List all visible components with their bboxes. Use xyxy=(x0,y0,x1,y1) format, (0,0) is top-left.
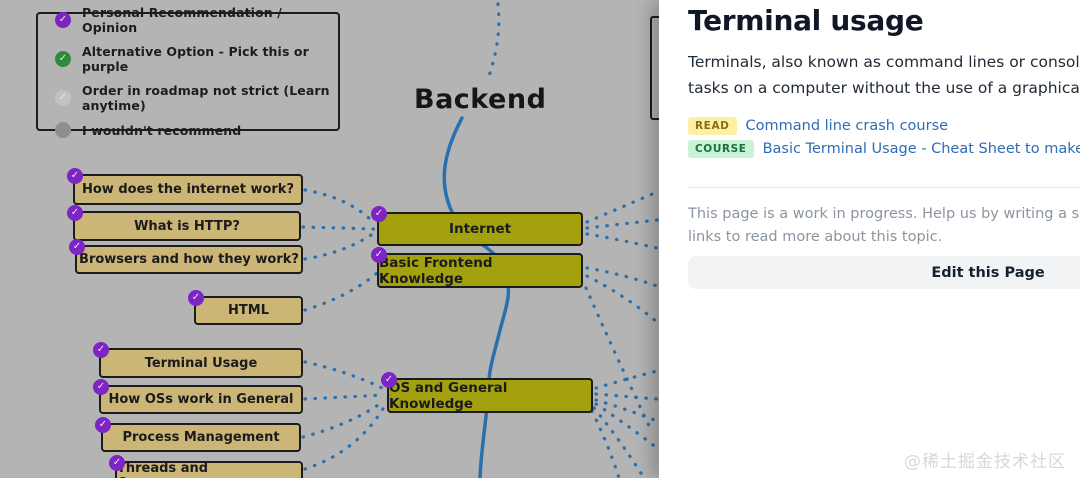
node-label: How OSs work in General xyxy=(108,392,294,407)
purple-check-icon: ✓ xyxy=(95,417,111,433)
purple-check-icon: ✓ xyxy=(381,372,397,388)
node-label: OS and General Knowledge xyxy=(389,379,508,412)
gray-circle-icon xyxy=(55,122,71,138)
purple-check-icon: ✓ xyxy=(69,239,85,255)
node-os-and-general-knowledge[interactable]: ✓ OS and General Knowledge xyxy=(381,372,593,413)
resource-row: COURSE Basic Terminal Usage - Cheat Shee… xyxy=(688,140,1080,158)
purple-check-icon: ✓ xyxy=(67,205,83,221)
description-line: tasks on a computer without the use of a… xyxy=(688,79,1080,97)
purple-check-icon: ✓ xyxy=(371,247,387,263)
node-terminal-usage[interactable]: ✓ Terminal Usage xyxy=(93,342,303,378)
legend-item: ✓ Order in roadmap not strict (Learn any… xyxy=(55,83,338,113)
purple-check-icon: ✓ xyxy=(188,290,204,306)
purple-check-icon: ✓ xyxy=(93,379,109,395)
node-browsers-and-how-they-work[interactable]: ✓ Browsers and how they work? xyxy=(69,239,303,274)
topic-panel: Terminal usage Terminals, also known as … xyxy=(659,0,1080,478)
node-label: Basic Frontend Knowledge xyxy=(379,254,493,287)
node-basic-frontend-knowledge[interactable]: ✓ Basic Frontend Knowledge xyxy=(371,247,583,288)
read-badge: READ xyxy=(688,117,737,135)
node-process-management[interactable]: ✓ Process Management xyxy=(95,417,301,452)
divider xyxy=(688,187,1080,188)
node-label: Process Management xyxy=(122,430,280,445)
watermark: @稀土掘金技术社区 xyxy=(904,452,1066,472)
panel-title: Terminal usage xyxy=(688,4,924,37)
legend-item: I wouldn't recommend xyxy=(55,122,338,138)
node-what-is-http[interactable]: ✓ What is HTTP? xyxy=(67,205,301,241)
roadmap-canvas: ✓ Personal Recommendation / Opinion ✓ Al… xyxy=(36,2,678,478)
node-label: How does the internet work? xyxy=(82,182,294,197)
gray-check-icon: ✓ xyxy=(55,90,71,106)
note-line: links to read more about this topic. xyxy=(688,228,943,245)
legend-label: I wouldn't recommend xyxy=(82,122,242,138)
dotted-connectors xyxy=(301,2,659,478)
node-how-does-the-internet-work[interactable]: ✓ How does the internet work? xyxy=(67,168,303,205)
legend-label: Personal Recommendation / Opinion xyxy=(82,5,282,35)
node-label: HTML xyxy=(228,303,269,318)
course-badge: COURSE xyxy=(688,140,754,158)
work-in-progress-note: This page is a work in progress. Help us… xyxy=(688,203,1080,248)
roadmap-title: Backend xyxy=(414,84,547,115)
purple-check-icon: ✓ xyxy=(371,206,387,222)
legend-box: ✓ Personal Recommendation / Opinion ✓ Al… xyxy=(36,5,340,138)
description-line: Terminals, also known as command lines o… xyxy=(688,53,1080,71)
legend-item: ✓ Personal Recommendation / Opinion xyxy=(55,5,338,35)
topic-description: Terminals, also known as command lines o… xyxy=(688,49,1080,101)
resource-link-basic-terminal-usage[interactable]: Basic Terminal Usage - Cheat Sheet to ma… xyxy=(762,141,1080,157)
edit-page-button-label: Edit this Page xyxy=(931,264,1045,281)
node-how-oss-work-in-general[interactable]: ✓ How OSs work in General xyxy=(93,379,303,414)
resource-link-command-line-crash-course[interactable]: Command line crash course xyxy=(745,118,949,134)
node-internet[interactable]: ✓ Internet xyxy=(371,206,583,246)
green-check-icon: ✓ xyxy=(55,51,71,67)
purple-check-icon: ✓ xyxy=(109,455,125,471)
spine-curve xyxy=(442,116,511,478)
resource-row: READ Command line crash course xyxy=(688,117,1080,135)
node-label: Threads and Concurrency xyxy=(117,461,209,478)
note-line: This page is a work in progress. Help us… xyxy=(688,206,1080,222)
purple-check-icon: ✓ xyxy=(55,12,71,28)
node-html[interactable]: ✓ HTML xyxy=(188,290,303,325)
node-label: Internet xyxy=(448,221,512,237)
legend-item: ✓ Alternative Option - Pick this or purp… xyxy=(55,44,338,74)
node-label: Browsers and how they work? xyxy=(79,252,299,267)
purple-check-icon: ✓ xyxy=(93,342,109,358)
node-label: Terminal Usage xyxy=(144,355,258,371)
legend-label: Order in roadmap not strict (Learn anyti… xyxy=(82,83,330,113)
legend-label: Alternative Option - Pick this or purple xyxy=(82,44,309,74)
edit-page-button[interactable]: Edit this Page xyxy=(688,256,1080,289)
node-label: What is HTTP? xyxy=(134,218,240,234)
node-threads-and-concurrency[interactable]: ✓ Threads and Concurrency xyxy=(109,455,303,478)
purple-check-icon: ✓ xyxy=(67,168,83,184)
resource-links: READ Command line crash course COURSE Ba… xyxy=(688,117,1080,158)
